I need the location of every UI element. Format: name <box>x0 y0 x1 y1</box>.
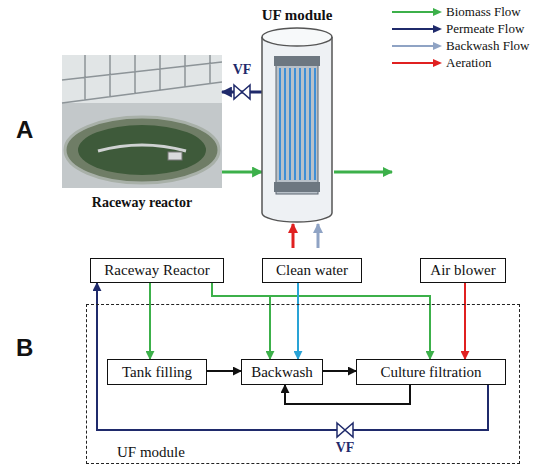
legend: Biomass FlowPermeate FlowBackwash FlowAe… <box>392 3 529 71</box>
valve-label: VF <box>336 440 355 456</box>
membrane-fiber <box>314 68 316 180</box>
legend-text: Backwash Flow <box>446 38 529 54</box>
membrane-header <box>274 182 320 192</box>
legend-row: Biomass Flow <box>392 3 529 20</box>
photo-node: Raceway reactor <box>62 55 222 188</box>
valve-symbol <box>337 423 353 437</box>
legend-row: Backwash Flow <box>392 37 529 54</box>
flow-connector <box>149 283 151 359</box>
process-box: Raceway Reactor <box>90 258 224 283</box>
membrane-fiber <box>294 68 296 180</box>
valve-label: VF <box>233 62 252 78</box>
process-box: Clean water <box>262 258 362 283</box>
biomass-outflow <box>334 171 392 174</box>
legend-sample <box>392 24 442 34</box>
process-box: Air blower <box>420 258 506 283</box>
legend-sample <box>392 41 442 51</box>
flow-connector <box>97 283 488 430</box>
pond-divider <box>98 145 186 151</box>
legend-arrowhead <box>433 25 442 33</box>
flow-connector <box>464 283 466 359</box>
node-text: Clean water <box>276 262 348 279</box>
legend-line <box>392 45 435 47</box>
node-text: UF module <box>262 7 333 24</box>
membrane-fiber <box>309 68 311 180</box>
membrane-header <box>274 56 320 66</box>
legend-row: Permeate Flow <box>392 20 529 37</box>
flow-connector <box>207 370 241 372</box>
panel-letter: B <box>16 334 33 362</box>
cylinder-outline <box>262 28 332 222</box>
legend-arrowhead <box>433 8 442 16</box>
legend-sample <box>392 7 442 17</box>
node-text: Culture filtration <box>380 364 481 381</box>
legend-text: Aeration <box>446 55 491 71</box>
legend-text: Permeate Flow <box>446 21 524 37</box>
node-text: Backwash <box>251 364 313 381</box>
membrane-fiber <box>279 68 281 180</box>
panel-letter: A <box>16 116 33 144</box>
legend-line <box>392 11 435 13</box>
backwash-inflow <box>317 224 320 248</box>
process-box: Backwash <box>241 359 323 385</box>
membrane-frame <box>276 58 318 194</box>
cylinder-body <box>262 37 332 222</box>
photo-backdrop <box>62 55 222 188</box>
valve-symbol <box>234 85 250 99</box>
node-text: Tank filling <box>122 364 192 381</box>
flow-connector <box>222 91 262 94</box>
paddle-wheel <box>168 152 182 160</box>
module-boundary: UF module Tank filling Backwash Culture fil… <box>86 304 520 464</box>
cylinder-top <box>262 28 332 46</box>
flow-connector <box>297 283 299 359</box>
flow-connector <box>222 171 262 174</box>
legend-line <box>392 28 435 30</box>
node-text: Raceway reactor <box>42 195 242 211</box>
greenhouse-frame <box>62 55 222 103</box>
pond-water <box>78 125 206 175</box>
flow-connector <box>285 385 410 404</box>
membrane-fiber <box>304 68 306 180</box>
legend-arrowhead <box>433 59 442 67</box>
pond-rim <box>65 117 219 183</box>
aeration-inflow <box>292 224 295 248</box>
legend-text: Biomass Flow <box>446 4 521 20</box>
membrane-fiber <box>289 68 291 180</box>
node-text: Raceway Reactor <box>104 262 209 279</box>
uf-cylinder: UF module <box>262 28 332 222</box>
membrane-fiber <box>284 68 286 180</box>
legend-arrowhead <box>433 42 442 50</box>
flow-connector <box>212 283 270 359</box>
process-box: Culture filtration <box>356 359 506 385</box>
flow-connector <box>323 370 356 372</box>
legend-row: Aeration <box>392 54 529 71</box>
membrane-fiber <box>299 68 301 180</box>
legend-line <box>392 62 435 64</box>
legend-sample <box>392 58 442 68</box>
flow-connector <box>212 283 430 359</box>
greenhouse-roof <box>62 55 222 103</box>
node-text: Air blower <box>430 262 495 279</box>
process-box: Tank filling <box>107 359 207 385</box>
node-text: UF module <box>117 444 185 461</box>
raceway-photo <box>62 55 222 188</box>
